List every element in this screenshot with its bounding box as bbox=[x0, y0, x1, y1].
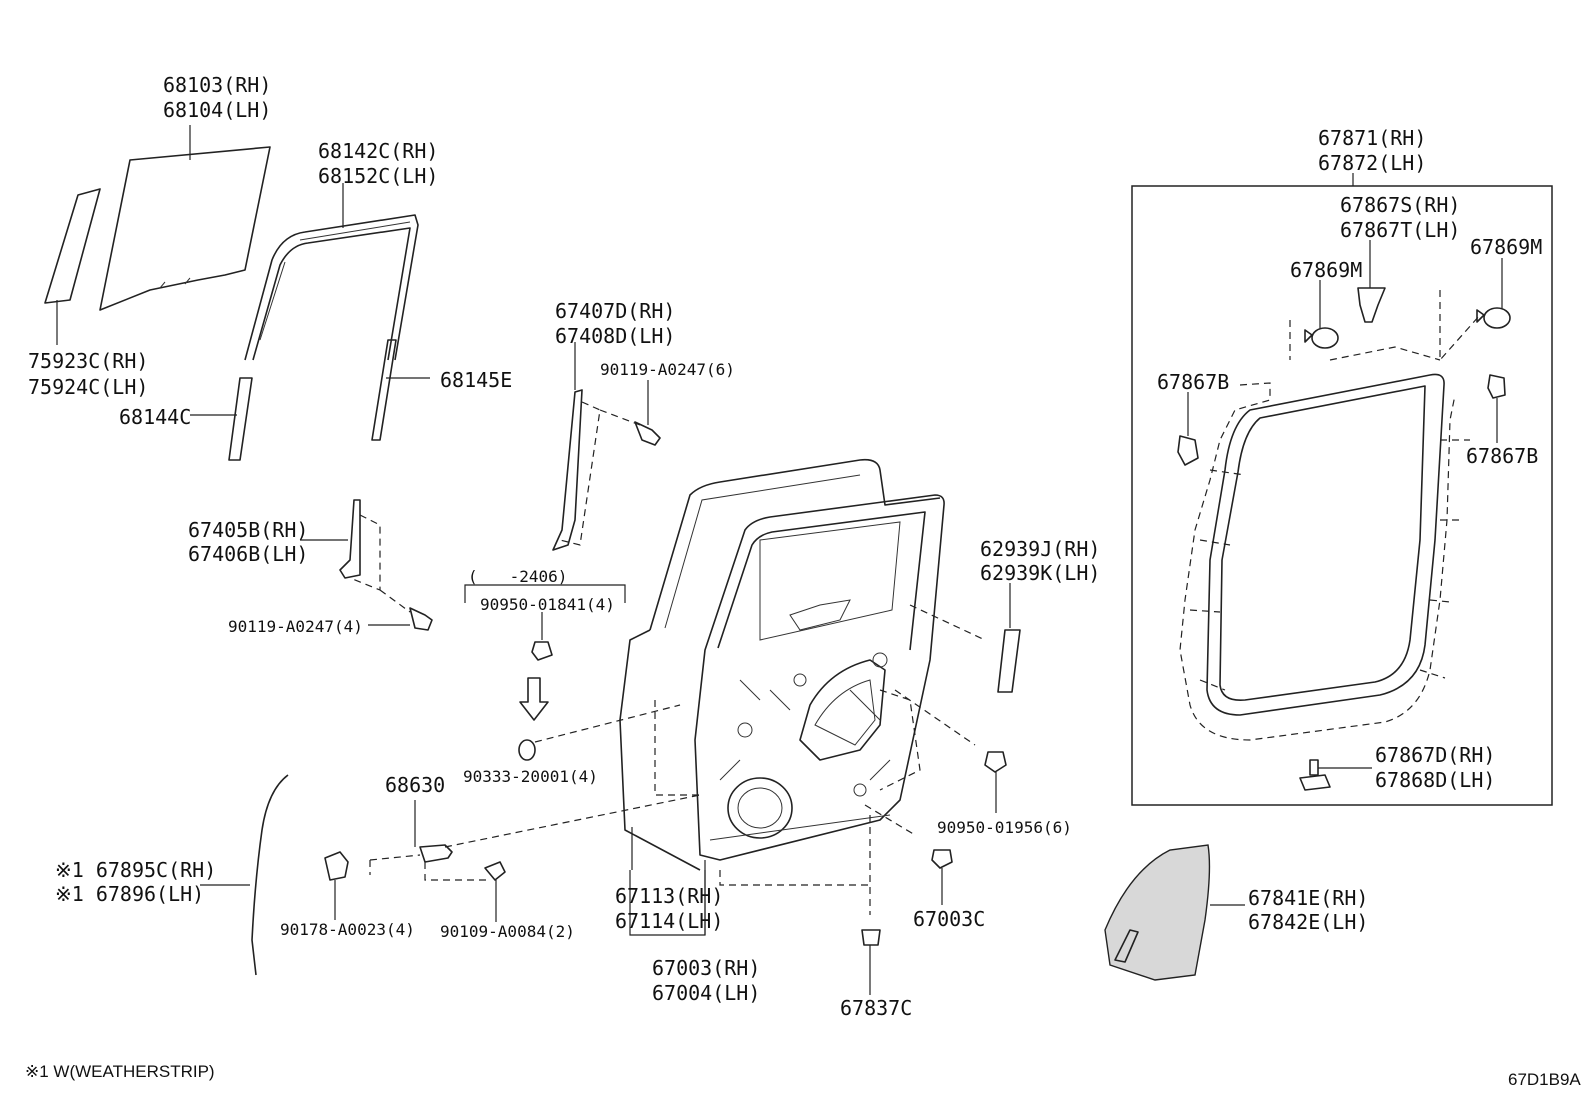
label-weatherstrip-assy-lh: 67872(LH) bbox=[1318, 151, 1426, 175]
door-assembly bbox=[619, 458, 945, 871]
label-ws-clip-d-rh: 67867D(RH) bbox=[1375, 743, 1495, 767]
label-protector-lh: 62939K(LH) bbox=[980, 561, 1100, 585]
label-service-hole-cover-rh: 67841E(RH) bbox=[1248, 886, 1368, 910]
label-service-hole-cover-lh: 67842E(LH) bbox=[1248, 910, 1368, 934]
door-glass bbox=[99, 146, 271, 311]
ws-clip-top bbox=[1357, 287, 1386, 323]
hole-plug-dash bbox=[534, 704, 681, 743]
label-glass-rh: 68103(RH) bbox=[163, 73, 271, 97]
footnote: ※1 W(WEATHERSTRIP) bbox=[25, 1062, 215, 1081]
check-dash bbox=[369, 794, 701, 881]
plug-rear bbox=[984, 751, 1007, 773]
weatherstrip-side bbox=[251, 774, 289, 976]
ws-clip-m-left bbox=[1304, 327, 1339, 349]
bolt-upper bbox=[634, 421, 661, 446]
label-bolt-check: 90178-A0023(4) bbox=[280, 920, 415, 939]
door-dash-5 bbox=[864, 804, 916, 836]
label-plug-clip: 90950-01841(4) bbox=[480, 595, 615, 614]
channel-rear bbox=[371, 339, 397, 441]
label-glass-lh: 68104(LH) bbox=[163, 98, 271, 122]
protector bbox=[997, 629, 1021, 693]
down-arrow bbox=[519, 677, 549, 721]
label-bolt-upper: 90119-A0247(6) bbox=[600, 360, 735, 379]
label-ws-clip-m-right: 67869M bbox=[1470, 235, 1542, 259]
label-ws-clip-d-lh: 67868D(LH) bbox=[1375, 768, 1495, 792]
label-quarter-glass-rh: 75923C(RH) bbox=[28, 349, 148, 373]
bolt-check2 bbox=[484, 861, 506, 881]
door-dash-1 bbox=[654, 700, 700, 796]
label-door-panel-lh: 67114(LH) bbox=[615, 909, 723, 933]
label-hole-plug: 90333-20001(4) bbox=[463, 767, 598, 786]
diagram-id: 67D1B9A bbox=[1508, 1070, 1581, 1089]
bolt-lower bbox=[409, 607, 433, 631]
door-weatherstrip bbox=[1179, 290, 1481, 741]
label-ws-clip-top-rh: 67867S(RH) bbox=[1340, 193, 1460, 217]
label-frame-front-lh: 67406B(LH) bbox=[188, 542, 308, 566]
frame-rear bbox=[552, 389, 641, 551]
label-channel-rear: 68145E bbox=[440, 368, 512, 392]
label-ws-clip-b-right: 67867B bbox=[1466, 444, 1538, 468]
ws-clip-b-left bbox=[1177, 435, 1199, 466]
channel-lower bbox=[228, 377, 253, 461]
label-frame-rear-rh: 67407D(RH) bbox=[555, 299, 675, 323]
label-quarter-glass-lh: 75924C(LH) bbox=[28, 375, 148, 399]
label-plug-rear: 90950-01956(6) bbox=[937, 818, 1072, 837]
label-clip-bottom: 67837C bbox=[840, 996, 912, 1020]
label-ws-clip-top-lh: 67867T(LH) bbox=[1340, 218, 1460, 242]
door-dash-4 bbox=[894, 689, 976, 746]
bolt-check bbox=[324, 851, 349, 881]
label-weatherstrip-side-rh: ※1 67895C(RH) bbox=[55, 858, 216, 882]
plug-clip-bracket bbox=[464, 584, 626, 603]
label-clip-side: 67003C bbox=[913, 907, 985, 931]
ws-clip-m-right bbox=[1476, 307, 1511, 329]
label-check: 68630 bbox=[385, 773, 445, 797]
label-protector-rh: 62939J(RH) bbox=[980, 537, 1100, 561]
label-frame-front-rh: 67405B(RH) bbox=[188, 518, 308, 542]
ws-clip-b-right bbox=[1487, 374, 1506, 399]
hole-plug bbox=[518, 739, 536, 761]
label-ws-clip-m-left: 67869M bbox=[1290, 258, 1362, 282]
label-bolt-check2: 90109-A0084(2) bbox=[440, 922, 575, 941]
label-weatherstrip-assy-rh: 67871(RH) bbox=[1318, 126, 1426, 150]
door-dash-7 bbox=[719, 870, 870, 886]
run-channel bbox=[244, 214, 419, 361]
label-frame-rear-lh: 67408D(LH) bbox=[555, 324, 675, 348]
door-dash-2 bbox=[909, 604, 986, 641]
door-check bbox=[419, 844, 453, 863]
label-door-assy-lh: 67004(LH) bbox=[652, 981, 760, 1005]
label-run-channel-lh: 68152C(LH) bbox=[318, 164, 438, 188]
plug-clip bbox=[531, 641, 553, 661]
frame-front bbox=[339, 499, 411, 613]
weatherstrip-kit-box bbox=[1131, 185, 1553, 806]
clip-bottom bbox=[861, 929, 881, 946]
label-weatherstrip-side-lh: ※1 67896(LH) bbox=[55, 882, 204, 906]
label-door-panel-rh: 67113(RH) bbox=[615, 884, 723, 908]
label-bolt-lower: 90119-A0247(4) bbox=[228, 617, 363, 636]
door-dash-3 bbox=[879, 689, 921, 791]
label-ws-clip-b-left: 67867B bbox=[1157, 370, 1229, 394]
label-date-range: ( -2406) bbox=[468, 567, 567, 586]
service-hole-cover bbox=[1104, 844, 1211, 981]
clip-side bbox=[931, 849, 953, 869]
label-run-channel-rh: 68142C(RH) bbox=[318, 139, 438, 163]
label-door-assy-rh: 67003(RH) bbox=[652, 956, 760, 980]
quarter-glass bbox=[44, 188, 101, 304]
ws-clip-d bbox=[1299, 759, 1331, 791]
label-channel-lower: 68144C bbox=[119, 405, 191, 429]
